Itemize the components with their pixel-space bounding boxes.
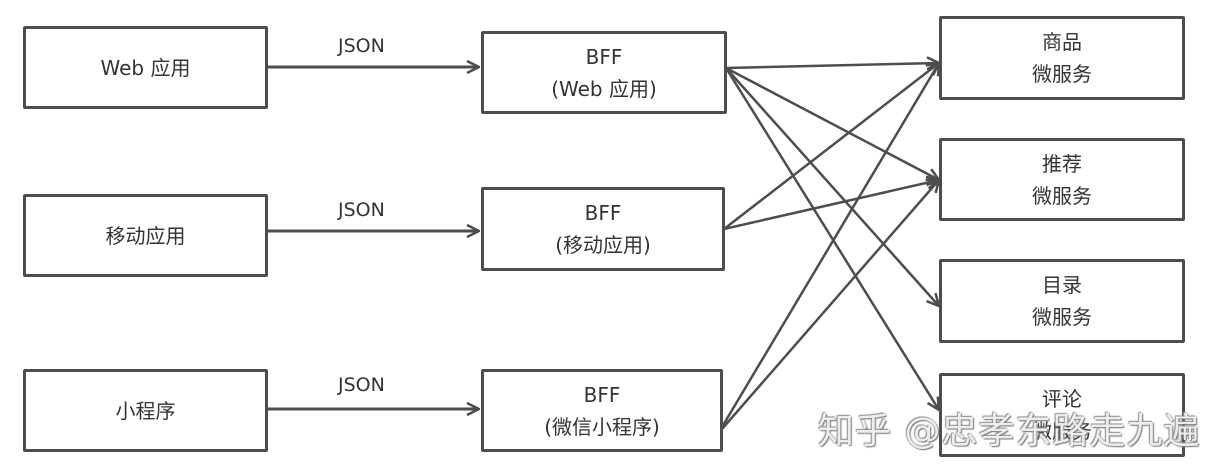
connection-bff-0-to-service-3 — [724, 67, 939, 410]
edge-label-json-miniprogram: JSON — [338, 374, 385, 396]
connection-bff-1-to-service-0 — [723, 63, 939, 230]
bff-subtitle: (移动应用) — [555, 233, 651, 257]
service-name: 推荐 — [1042, 151, 1082, 176]
bff-mobile: BFF (移动应用) — [481, 187, 725, 271]
client-label: Web 应用 — [100, 55, 191, 80]
bff-wechat-mini-program: BFF (微信小程序) — [481, 369, 723, 452]
client-web-app: Web 应用 — [23, 26, 268, 109]
service-type: 微服务 — [1032, 419, 1092, 443]
client-label: 小程序 — [115, 398, 176, 423]
connection-bff-0-to-service-2 — [725, 67, 939, 306]
edge-label-json-mobile: JSON — [338, 199, 385, 221]
connection-bff-0-to-service-0 — [725, 63, 939, 68]
service-name: 目录 — [1042, 273, 1082, 297]
bff-subtitle: (Web 应用) — [551, 76, 657, 101]
bff-title: BFF — [584, 201, 622, 225]
service-name: 商品 — [1042, 30, 1082, 54]
bff-subtitle: (微信小程序) — [544, 414, 660, 439]
bff-web: BFF (Web 应用) — [481, 31, 727, 114]
watermark: 知乎 @忠孝东路走九遍 — [818, 411, 1201, 452]
service-recommendation: 推荐 微服务 — [939, 138, 1185, 221]
bff-service-connections — [720, 63, 939, 430]
service-product: 商品 微服务 — [939, 16, 1185, 100]
bff-title: BFF — [585, 44, 623, 69]
connection-bff-1-to-service-1 — [723, 180, 939, 231]
service-catalog: 目录 微服务 — [939, 259, 1185, 343]
service-name: 评论 — [1042, 387, 1082, 411]
client-mobile-app: 移动应用 — [23, 194, 268, 277]
service-type: 微服务 — [1032, 305, 1092, 329]
client-mini-program: 小程序 — [23, 369, 268, 452]
service-review: 评论 微服务 — [939, 373, 1185, 457]
connection-bff-0-to-service-1 — [725, 66, 939, 180]
edge-label-json-web: JSON — [338, 35, 385, 57]
connection-bff-2-to-service-1 — [721, 180, 939, 430]
service-type: 微服务 — [1032, 62, 1092, 86]
bff-title: BFF — [583, 382, 621, 407]
service-type: 微服务 — [1032, 183, 1092, 208]
connection-bff-2-to-service-0 — [720, 63, 939, 428]
client-label: 移动应用 — [105, 223, 186, 248]
